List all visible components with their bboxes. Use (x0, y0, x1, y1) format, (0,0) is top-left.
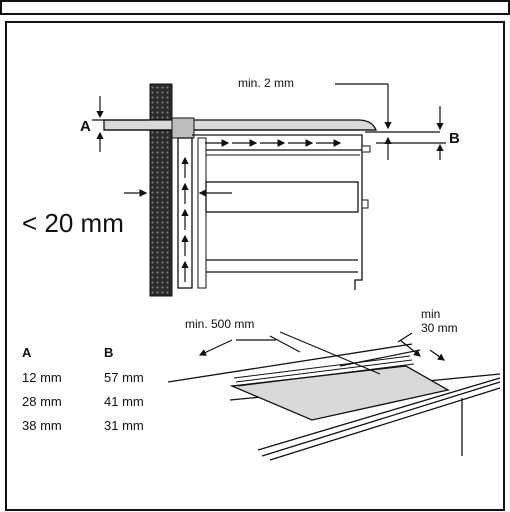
spec-table: A B 12 mm 57 mm 28 mm 41 mm 38 mm 31 mm (22, 345, 144, 433)
edge-label-line1: min (421, 307, 440, 321)
edge-label-line2: 30 mm (421, 321, 458, 335)
table-header-b: B (104, 345, 113, 360)
hob-edge-lines (233, 355, 415, 387)
worktop-edge-block (171, 117, 195, 139)
edge-dimension (339, 332, 445, 367)
wall-gap-label: < 20 mm (22, 208, 124, 238)
label-b: B (449, 130, 460, 147)
panel-border (5, 21, 505, 511)
depth-dimension (198, 331, 381, 375)
min-gap-dimension (335, 83, 392, 160)
table-cell: 31 mm (104, 418, 144, 433)
min-gap-label: min. 2 mm (238, 76, 294, 90)
side-view: A B min. 2 mm < 20 mm (22, 76, 460, 297)
label-a: A (80, 118, 91, 135)
table-cell: 38 mm (22, 418, 62, 433)
oven-unit (205, 181, 359, 213)
dimension-a (92, 96, 150, 152)
table-cell: 12 mm (22, 370, 62, 385)
table-cell: 57 mm (104, 370, 144, 385)
dimension-b (376, 106, 446, 160)
table-cell: 28 mm (22, 394, 62, 409)
table-cell: 41 mm (104, 394, 144, 409)
wall (149, 83, 173, 297)
top-view: min. 500 mm min 30 mm (167, 307, 501, 461)
top-strip-border (0, 0, 510, 15)
depth-label: min. 500 mm (185, 317, 254, 331)
table-header-a: A (22, 345, 32, 360)
worktop (103, 119, 377, 131)
inner-panel (197, 137, 207, 289)
